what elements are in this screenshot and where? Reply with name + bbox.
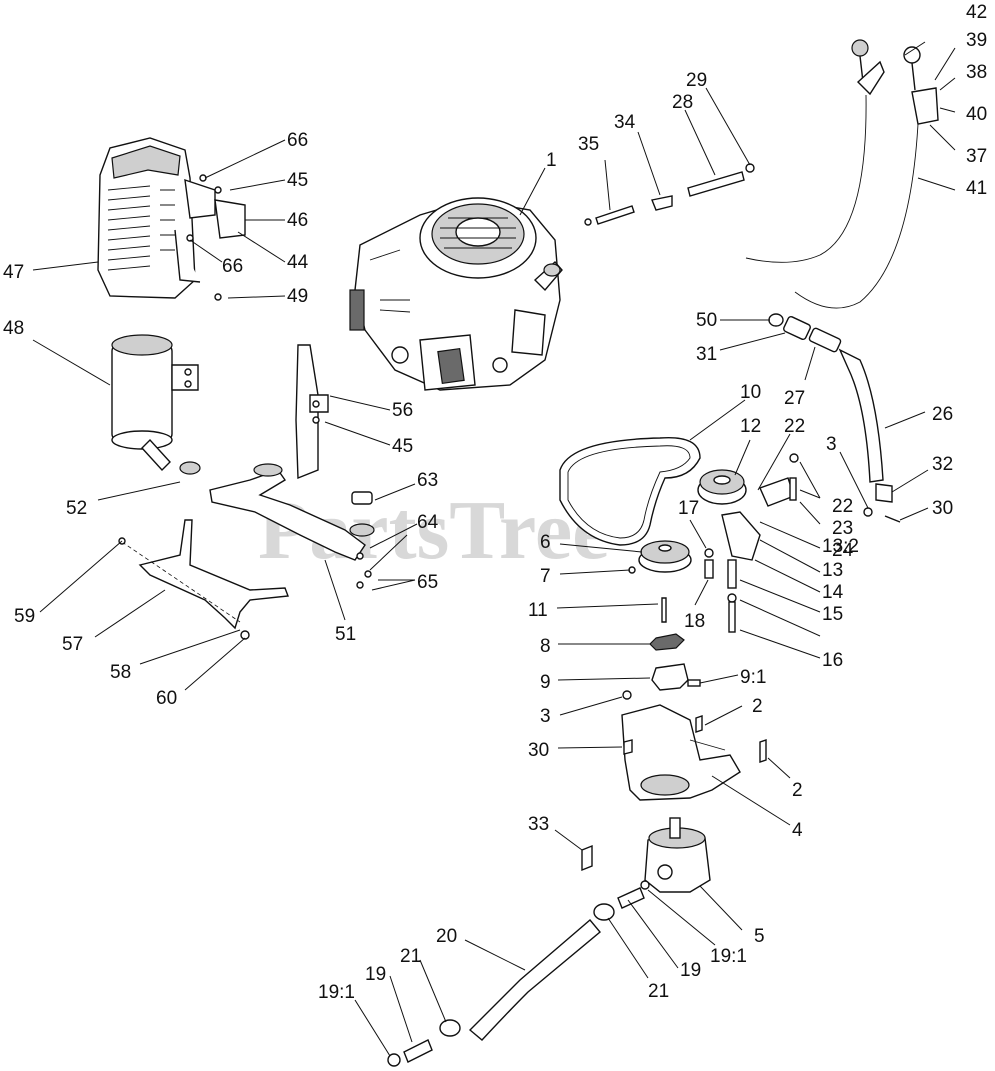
callout-19a: 19	[680, 960, 701, 981]
heat-shield-drawing	[295, 344, 329, 480]
callout-66a: 66	[287, 130, 308, 151]
callout-48: 48	[3, 318, 24, 339]
callout-18: 18	[684, 611, 705, 632]
hydraulic-pump-drawing	[581, 817, 711, 893]
callout-47: 47	[3, 262, 24, 283]
callout-57: 57	[62, 634, 83, 655]
throttle-rod-drawing	[584, 163, 755, 226]
callout-60: 60	[156, 688, 177, 709]
callout-44: 44	[287, 252, 309, 273]
callout-16: 16	[822, 650, 843, 671]
spacer-studs-drawing	[704, 548, 737, 633]
callout-1: 1	[546, 150, 557, 171]
callout-21a: 21	[648, 981, 669, 1002]
callout-30b: 30	[528, 740, 549, 761]
callout-52: 52	[66, 498, 87, 519]
callout-8: 8	[540, 636, 551, 657]
callout-39: 39	[966, 30, 987, 51]
callout-32: 32	[932, 454, 953, 475]
callout-64: 64	[417, 512, 439, 533]
callout-20: 20	[436, 926, 457, 947]
callout-50: 50	[696, 310, 717, 331]
callout-45a: 45	[287, 170, 308, 191]
callout-56: 56	[392, 400, 413, 421]
engine-drawing	[349, 197, 563, 391]
idler-pulley-drawing	[697, 469, 747, 505]
callout-59: 59	[14, 606, 35, 627]
callout-24: 24	[832, 540, 854, 561]
callout-40: 40	[966, 104, 987, 125]
drive-pulley-drawing	[628, 540, 692, 574]
callout-19-1a: 19:1	[710, 946, 747, 967]
callout-22b: 22	[832, 496, 853, 517]
callout-28: 28	[672, 92, 693, 113]
callout-42: 42	[966, 2, 987, 23]
mount-bracket-drawing	[118, 519, 289, 640]
callout-33: 33	[528, 814, 549, 835]
coupler-drawing	[649, 597, 701, 691]
callout-66b: 66	[222, 256, 243, 277]
fuel-line-drawing	[768, 313, 901, 523]
callout-19-1b: 19:1	[318, 982, 355, 1003]
callout-4: 4	[792, 820, 803, 841]
callout-49: 49	[287, 286, 308, 307]
callout-45b: 45	[392, 436, 413, 457]
callout-9-1: 9:1	[740, 667, 766, 688]
callout-22a: 22	[784, 416, 805, 437]
callout-21b: 21	[400, 946, 421, 967]
callout-38: 38	[966, 62, 987, 83]
callout-29: 29	[686, 70, 707, 91]
throttle-cable-drawing	[745, 39, 939, 309]
callout-30a: 30	[932, 498, 953, 519]
callout-27: 27	[784, 388, 805, 409]
callout-35: 35	[578, 134, 599, 155]
callout-63: 63	[417, 470, 438, 491]
callout-9: 9	[540, 672, 551, 693]
callout-23: 23	[832, 518, 853, 539]
muffler-drawing	[111, 334, 201, 475]
drive-belt-drawing	[559, 436, 701, 546]
gasket-drawing	[351, 491, 373, 589]
hydraulic-hose-drawing	[387, 880, 650, 1067]
callout-6: 6	[540, 532, 551, 553]
callout-15: 15	[822, 604, 843, 625]
callout-34: 34	[614, 112, 636, 133]
callout-13: 13	[822, 560, 843, 581]
callout-5: 5	[754, 926, 765, 947]
callout-14: 14	[822, 582, 844, 603]
callout-7: 7	[540, 566, 551, 587]
callout-37: 37	[966, 146, 987, 167]
callout-2a: 2	[752, 696, 763, 717]
callout-41: 41	[966, 178, 987, 199]
idler-arm-drawing	[721, 453, 799, 561]
callout-10: 10	[740, 382, 761, 403]
callout-31: 31	[696, 344, 717, 365]
callout-58: 58	[110, 662, 131, 683]
callout-13-2: 13:2	[822, 536, 859, 557]
leader-lines	[32, 41, 956, 1057]
callout-65: 65	[417, 572, 438, 593]
exhaust-pipe-drawing	[209, 463, 375, 561]
callout-19b: 19	[365, 964, 386, 985]
callout-3a: 3	[826, 434, 837, 455]
callout-46: 46	[287, 210, 308, 231]
callout-17: 17	[678, 498, 699, 519]
callout-11: 11	[528, 600, 548, 621]
muffler-guard-drawing	[97, 137, 246, 301]
callout-12: 12	[740, 416, 761, 437]
callout-26: 26	[932, 404, 953, 425]
callout-51: 51	[335, 624, 356, 645]
callout-3b: 3	[540, 706, 551, 727]
callout-labels: 1 2 2 3 3 4 5 6 7 8 9 9:1 10 11 12 13 13…	[3, 2, 987, 1003]
pump-bracket-drawing	[621, 690, 767, 801]
callout-2b: 2	[792, 780, 803, 801]
